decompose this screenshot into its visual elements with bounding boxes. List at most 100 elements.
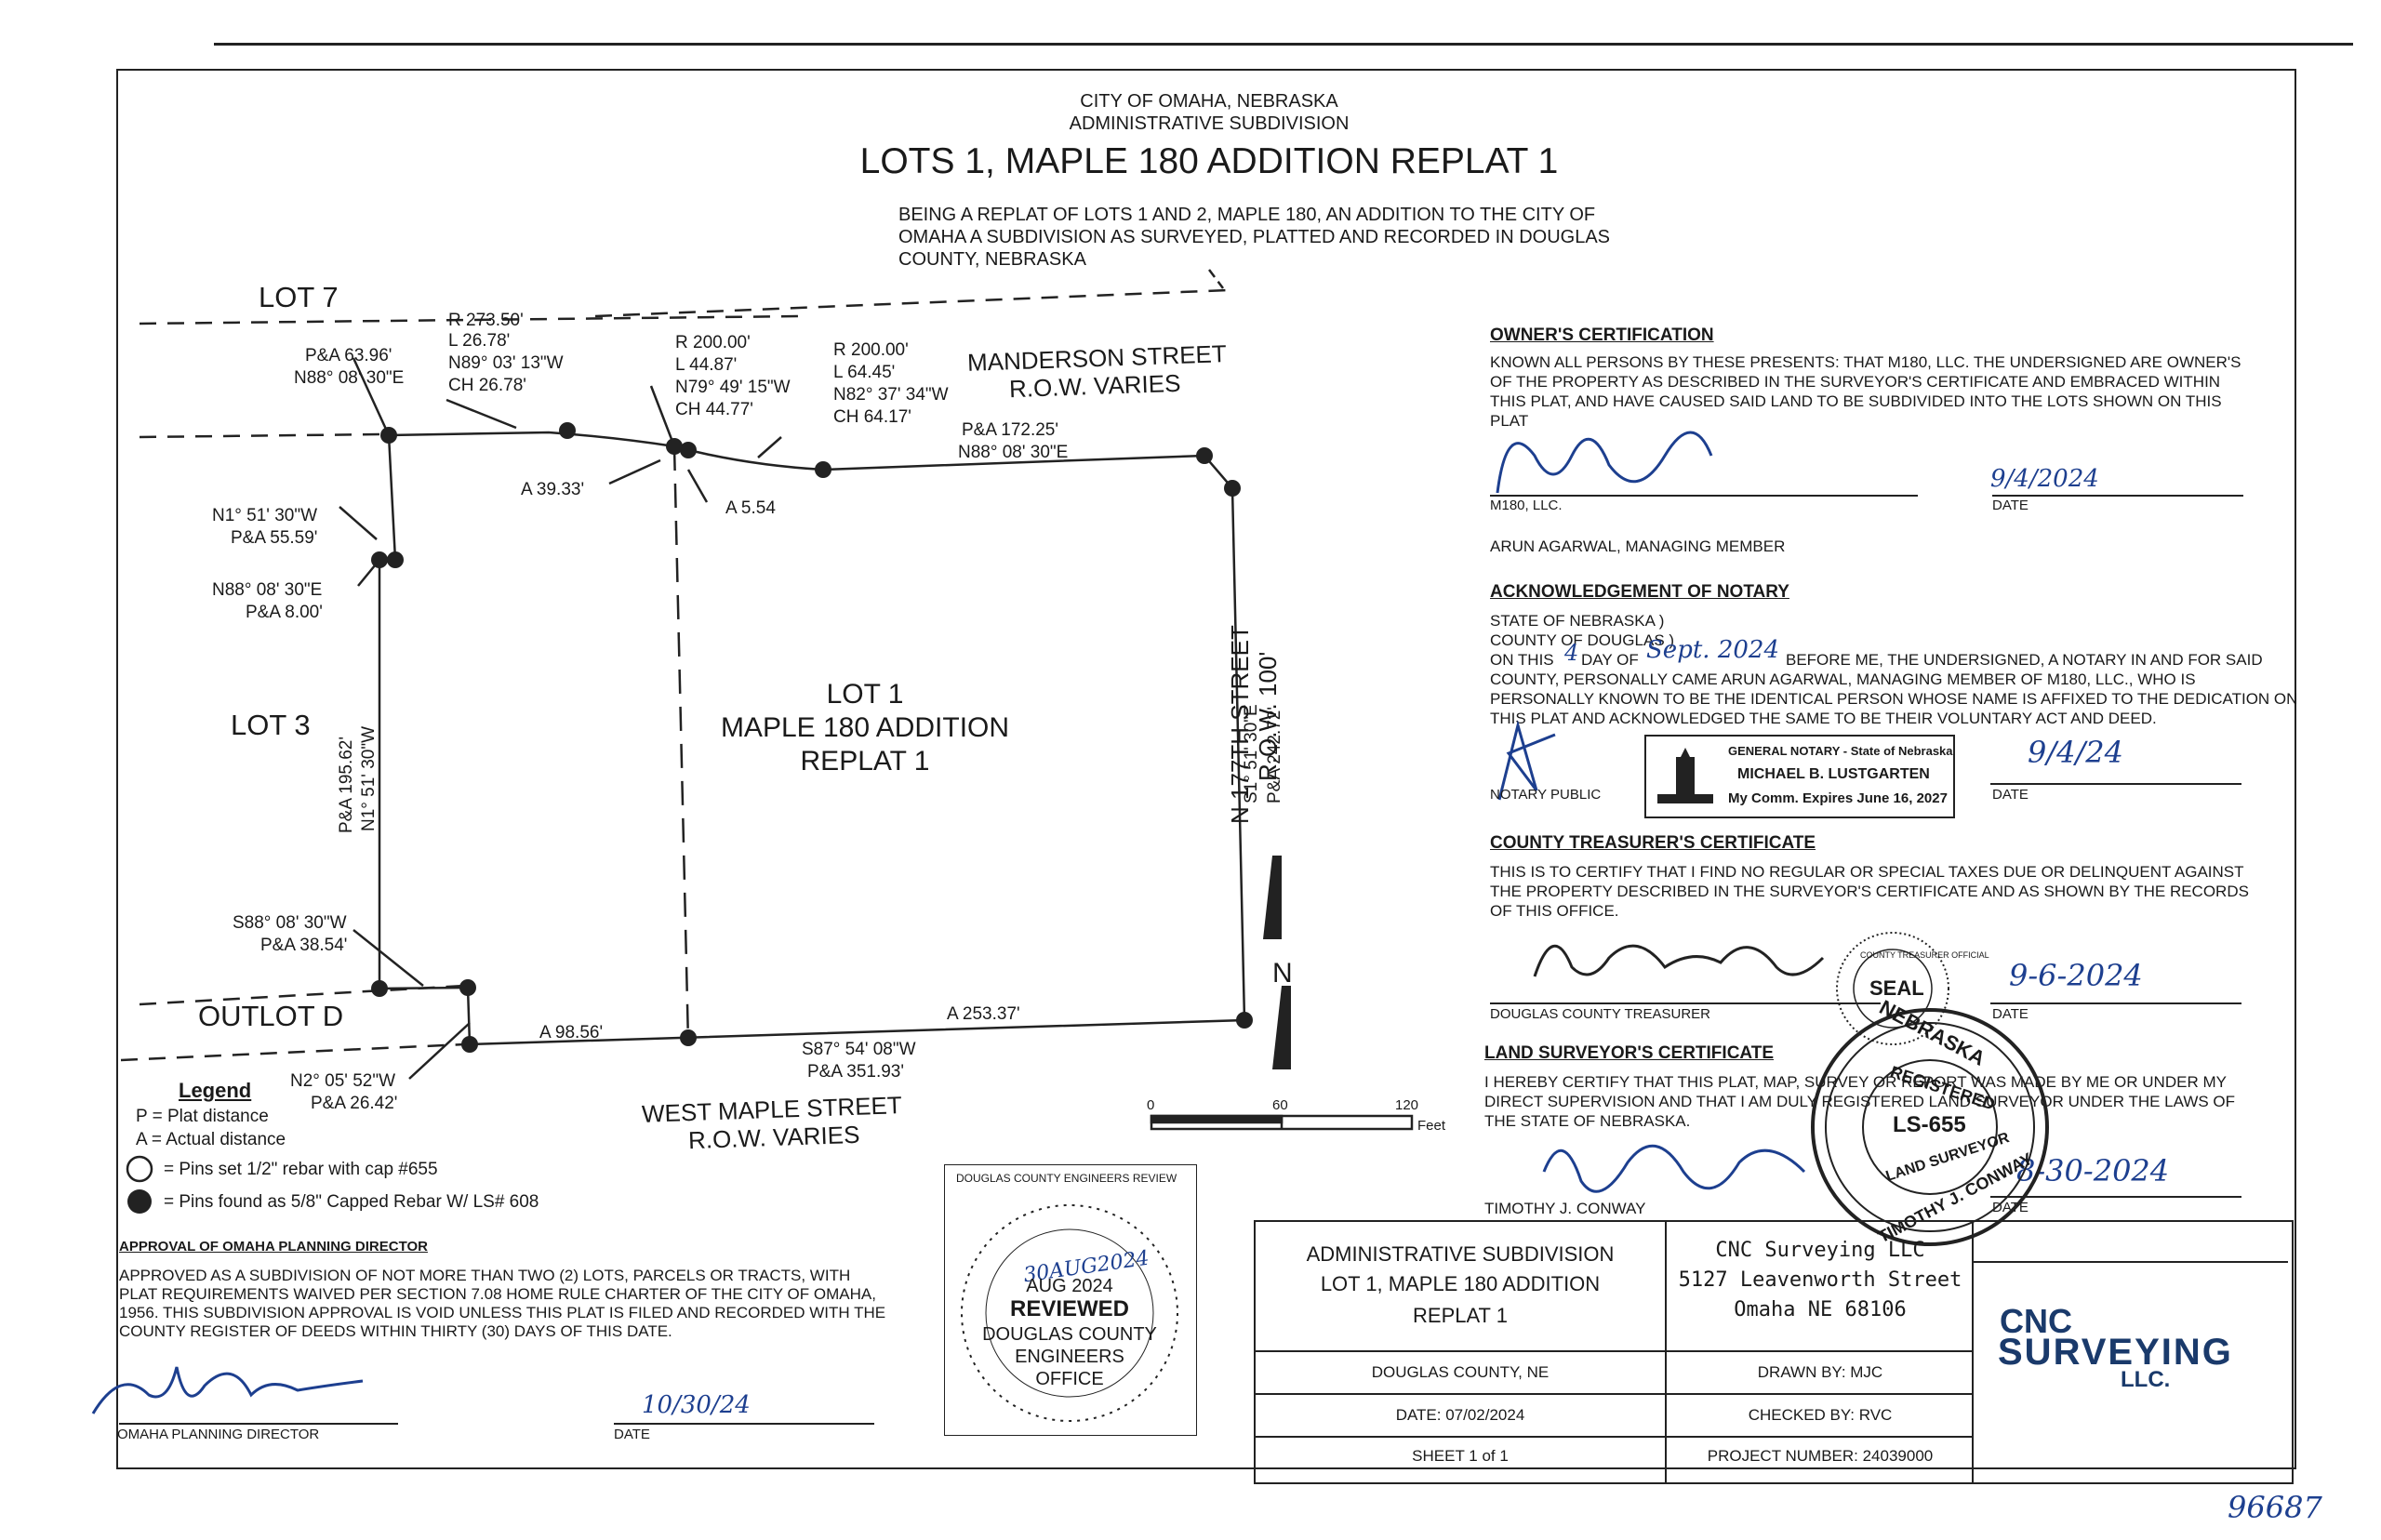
review-stamp-line2: ENGINEERS xyxy=(1015,1347,1124,1367)
maple-row: R.O.W. VARIES xyxy=(687,1120,860,1155)
a-3933: A 39.33' xyxy=(521,480,585,499)
treasurer-signer-label: DOUGLAS COUNTY TREASURER xyxy=(1490,1006,1710,1022)
leader-curve2 xyxy=(649,385,676,447)
north-arrow-tail xyxy=(1272,986,1291,1069)
planning-text-2: PLAT REQUIREMENTS WAIVED PER SECTION 7.0… xyxy=(119,1285,876,1303)
leader-dashed xyxy=(1208,269,1224,289)
planning-text-1: APPROVED AS A SUBDIVISION OF NOT MORE TH… xyxy=(119,1267,851,1284)
curve2-r: R 200.00' xyxy=(675,333,751,352)
pin-found xyxy=(680,1029,697,1046)
tb-sheet: SHEET 1 of 1 xyxy=(1412,1447,1509,1465)
tb-h3 xyxy=(1256,1436,1974,1438)
tb-h0 xyxy=(1972,1261,2288,1263)
w1-bearing: N1° 51' 30"W xyxy=(212,506,318,525)
treasurer-seal-label: SEAL xyxy=(1869,976,1924,1000)
pin-found xyxy=(380,427,397,444)
header-desc-1: BEING A REPLAT OF LOTS 1 AND 2, MAPLE 18… xyxy=(898,205,1596,225)
a-25337: A 253.37' xyxy=(947,1004,1020,1024)
tb-project: PROJECT NUMBER: 24039000 xyxy=(1707,1447,1934,1465)
scale-120: 120 xyxy=(1395,1097,1419,1113)
header-city: CITY OF OMAHA, NEBRASKA xyxy=(1080,91,1338,112)
curve2-l: L 44.87' xyxy=(675,355,738,375)
notary-text-4: THIS PLAT AND ACKNOWLEDGED THE SAME TO B… xyxy=(1490,710,2157,727)
tb-c2-2: 5127 Leavenworth Street xyxy=(1678,1268,1962,1292)
owner-date-line xyxy=(1992,495,2243,497)
notary-text-2: COUNTY, PERSONALLY CAME ARUN AGARWAL, MA… xyxy=(1490,670,2196,688)
scale-unit: Feet xyxy=(1417,1118,1446,1134)
notary-text-1: BEFORE ME, THE UNDERSIGNED, A NOTARY IN … xyxy=(1786,651,2263,669)
notary-month: Sept. 2024 xyxy=(1646,636,1779,664)
leader-a554 xyxy=(686,469,709,503)
old-lot-line xyxy=(672,445,690,1044)
surveyor-signature xyxy=(1542,1144,1806,1193)
north-arrow xyxy=(1263,856,1282,939)
w3-pa: P&A 195.62' xyxy=(337,737,356,833)
curve1-ch: CH 26.78' xyxy=(448,376,526,395)
owner-text-3: THIS PLAT, AND HAVE CAUSED SAID LAND TO … xyxy=(1490,392,2222,410)
legend-actual-distance: A = Actual distance xyxy=(136,1130,286,1149)
w1-pa: P&A 55.59' xyxy=(231,528,318,548)
south-pa: P&A 351.93' xyxy=(807,1062,904,1082)
notary-date-label: DATE xyxy=(1992,787,2029,803)
tb-date: DATE: 07/02/2024 xyxy=(1395,1406,1525,1424)
curve3-l: L 64.45' xyxy=(833,363,896,382)
curve1-r: R 273.50' xyxy=(448,311,524,330)
review-stamp-reviewed: REVIEWED xyxy=(1009,1296,1129,1321)
tb-v1 xyxy=(1665,1222,1667,1482)
leader-w1 xyxy=(339,506,378,540)
lot1-label-3: REPLAT 1 xyxy=(800,746,930,777)
curve3-r: R 200.00' xyxy=(833,340,909,360)
leader-curve1 xyxy=(446,398,517,430)
owner-date-label: DATE xyxy=(1992,498,2029,513)
leader-curve3 xyxy=(757,436,782,458)
owner-text-2: OF THE PROPERTY AS DESCRIBED IN THE SURV… xyxy=(1490,373,2221,391)
margin-note: 96687 xyxy=(2228,1490,2322,1525)
north-pa: P&A 172.25' xyxy=(962,420,1058,440)
owner-signature-line xyxy=(1490,495,1918,497)
review-stamp-heading: DOUGLAS COUNTY ENGINEERS REVIEW xyxy=(956,1172,1177,1185)
notary-signature xyxy=(1497,720,1556,801)
review-stamp-line3: OFFICE xyxy=(1035,1369,1104,1389)
legend-open-pin-label: = Pins set 1/2" rebar with cap #655 xyxy=(164,1160,438,1179)
notary-text-3: PERSONALLY KNOWN TO BE THE IDENTICAL PER… xyxy=(1490,690,2298,708)
lot1-boundary xyxy=(378,431,1246,1046)
tb-c1-3: REPLAT 1 xyxy=(1413,1304,1508,1327)
surveyor-signer: TIMOTHY J. CONWAY xyxy=(1484,1200,1646,1217)
notary-date-value: 9/4/24 xyxy=(2028,735,2123,770)
review-stamp-line1: DOUGLAS COUNTY xyxy=(982,1324,1157,1345)
notary-date-line xyxy=(1990,783,2241,785)
pin-found xyxy=(461,1036,478,1053)
curve1-l: L 26.78' xyxy=(448,331,511,351)
pin-found xyxy=(387,551,404,568)
treasurer-signature xyxy=(1533,944,1825,977)
planning-date-label: DATE xyxy=(614,1427,650,1442)
north-bearing: N88° 08' 30"E xyxy=(958,443,1069,462)
owner-text-1: KNOWN ALL PERSONS BY THESE PRESENTS: THA… xyxy=(1490,353,2241,371)
north-arrow-label: N xyxy=(1272,958,1293,989)
header-desc-3: COUNTY, NEBRASKA xyxy=(898,249,1086,270)
notary-heading: ACKNOWLEDGEMENT OF NOTARY xyxy=(1490,582,1789,602)
s-small-pa: P&A 26.42' xyxy=(311,1094,398,1113)
treasurer-date-value: 9-6-2024 xyxy=(2009,958,2143,993)
a-9856: A 98.56' xyxy=(539,1023,604,1042)
tb-v2 xyxy=(1972,1222,1974,1482)
south-bearing: S87° 54' 08"W xyxy=(802,1040,916,1059)
notary-on-this: ON THIS xyxy=(1490,651,1554,669)
pin-found xyxy=(1196,447,1213,464)
review-stamp-month: AUG 2024 xyxy=(1026,1276,1113,1296)
curve3-bearing: N82° 37' 34"W xyxy=(833,385,949,405)
notary-stamp-3: My Comm. Expires June 16, 2027 xyxy=(1728,790,1948,806)
planning-signer: OMAHA PLANNING DIRECTOR xyxy=(117,1427,320,1442)
planning-text-3: 1956. THIS SUBDIVISION APPROVAL IS VOID … xyxy=(119,1304,886,1321)
sheet-border xyxy=(116,69,2296,1469)
tb-c2-3: Omaha NE 68106 xyxy=(1734,1298,1907,1321)
cnc-logo-llc: LLC. xyxy=(2121,1367,2171,1392)
outlot-d-label: OUTLOT D xyxy=(198,1000,344,1032)
maple-dashed-line xyxy=(120,1042,466,1062)
tb-c1-2: LOT 1, MAPLE 180 ADDITION xyxy=(1320,1272,1601,1295)
treasurer-date-line xyxy=(1990,1002,2241,1004)
owner-signer-label: M180, LLC. xyxy=(1490,498,1563,513)
tb-checked: CHECKED BY: RVC xyxy=(1748,1406,1893,1424)
treasurer-seal-ring: COUNTY TREASURER OFFICIAL xyxy=(1860,950,1989,960)
